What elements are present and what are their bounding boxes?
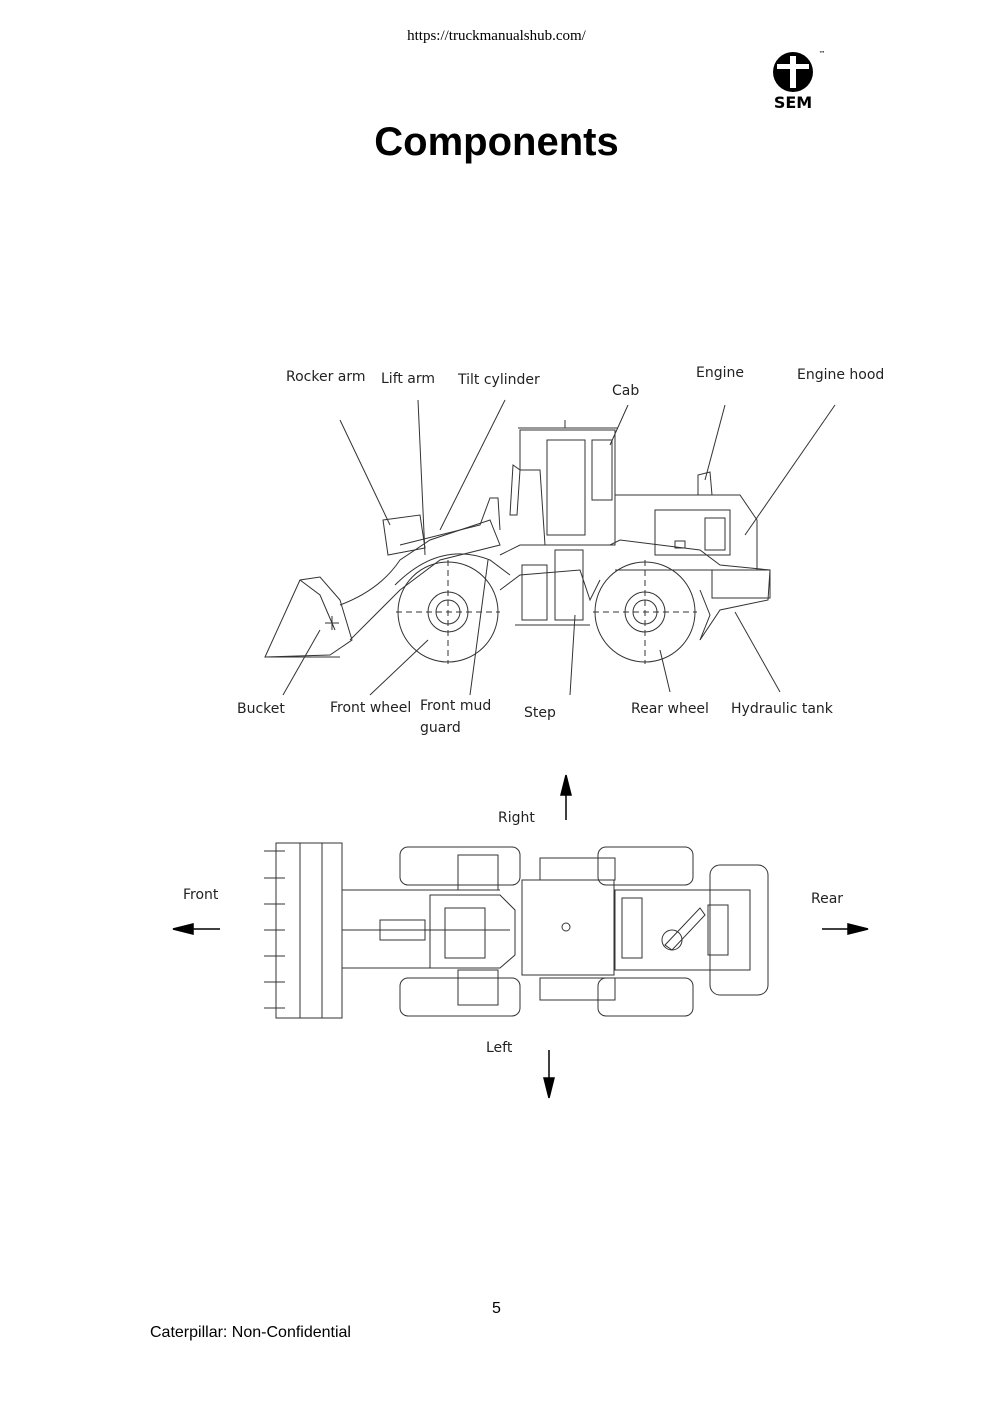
arrow-right-direction: [560, 774, 572, 796]
label-rocker-arm: Rocker arm: [286, 369, 366, 385]
logo-text: SEM: [774, 93, 812, 112]
label-engine-hood: Engine hood: [797, 367, 884, 383]
label-front: Front: [183, 887, 219, 903]
arrow-front-direction: [172, 923, 194, 935]
engine-hood-drawing: [615, 494, 758, 571]
label-rear-wheel: Rear wheel: [631, 701, 709, 717]
label-bucket: Bucket: [237, 701, 285, 717]
front-left-wheel-top: [399, 846, 521, 886]
rear-right-wheel-top: [597, 977, 694, 1017]
step-drawing: [554, 549, 584, 621]
rear-left-wheel-top: [597, 846, 694, 886]
label-front-wheel: Front wheel: [330, 700, 411, 716]
rocker-arm-drawing: [382, 514, 426, 556]
loader-top-view: [264, 842, 769, 1019]
label-step: Step: [524, 705, 556, 721]
front-right-wheel-top: [399, 977, 521, 1017]
sem-logo: SEM ™: [767, 46, 827, 112]
label-front-mud-guard-line1: Front mud: [420, 698, 491, 714]
label-left: Left: [486, 1040, 513, 1056]
loader-side-view: [264, 420, 771, 664]
rear-frame-top: [614, 889, 751, 971]
label-cab: Cab: [612, 383, 639, 399]
arrow-left-direction: [543, 1077, 555, 1099]
footer-classification: Caterpillar: Non-Confidential: [150, 1324, 351, 1341]
logo-trademark: ™: [819, 50, 826, 58]
cab-drawing: [519, 429, 616, 546]
label-tilt-cylinder: Tilt cylinder: [457, 372, 540, 388]
label-front-mud-guard-line2: guard: [420, 720, 461, 736]
hydraulic-tank-drawing: [711, 569, 771, 599]
header-url: https://truckmanualshub.com/: [407, 28, 586, 44]
leader-lines: [282, 399, 836, 696]
counterweight-top: [709, 864, 769, 996]
label-right: Right: [498, 810, 535, 826]
page-number: 5: [492, 1300, 501, 1317]
label-engine: Engine: [696, 365, 744, 381]
arrow-rear-direction: [847, 923, 869, 935]
lift-arm-drawing: [339, 519, 501, 641]
direction-arrows: [172, 774, 869, 1099]
label-hydraulic-tank: Hydraulic tank: [731, 701, 834, 717]
page-title: Components: [374, 120, 619, 164]
label-lift-arm: Lift arm: [381, 371, 435, 387]
bucket-top-drawing: [275, 842, 343, 1019]
bucket-drawing: [264, 576, 353, 658]
label-rear: Rear: [811, 891, 843, 907]
center-frame-top: [521, 879, 615, 976]
